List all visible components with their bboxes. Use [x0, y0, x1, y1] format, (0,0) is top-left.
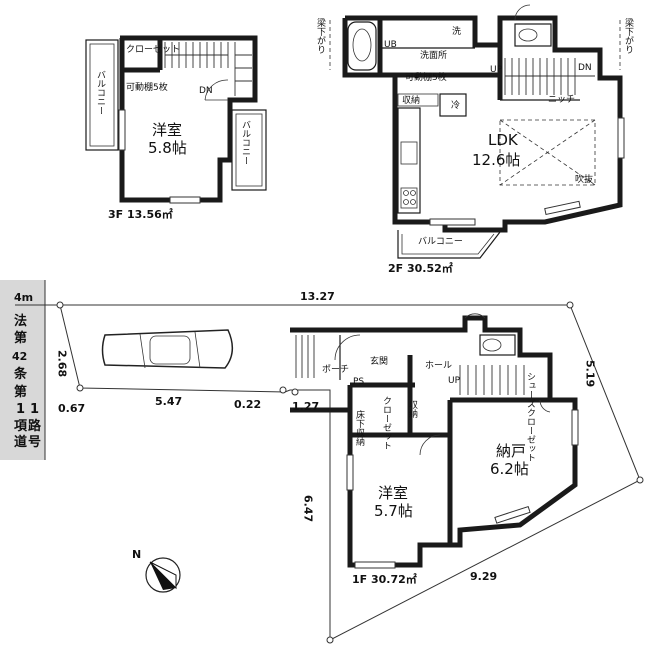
- room-1f-nando-size: 6.2帖: [490, 460, 529, 478]
- dim-seg-b: 0.22: [234, 398, 261, 411]
- ub-label: UB: [384, 40, 397, 50]
- stove: [400, 187, 418, 209]
- storage-2f-label: 収納: [402, 94, 420, 106]
- dim-right-side: 5.19: [584, 360, 597, 387]
- shelf-3f-label: 可動棚5枚: [126, 81, 168, 93]
- ldk-label: LDK: [488, 131, 519, 149]
- genkan-label: 玄関: [370, 355, 388, 367]
- hall-label: ホール: [425, 360, 452, 371]
- floor-2: [329, 4, 625, 259]
- road-strip: [0, 280, 45, 460]
- dim-seg-c: 1.27: [292, 400, 319, 413]
- balcony-3f-left: [85, 39, 119, 151]
- ldk-size: 12.6帖: [472, 151, 520, 169]
- svg-text:道: 道: [14, 434, 27, 450]
- compass-icon: N: [132, 548, 181, 593]
- room-3f-size: 5.8帖: [148, 139, 187, 157]
- dim-corner: 0.67: [58, 402, 85, 415]
- closet-1f-label: クローゼット: [381, 396, 392, 450]
- room-1f-youshitsu-size: 5.7帖: [374, 502, 413, 520]
- toilet-1f: [479, 334, 516, 356]
- balcony-3f-left-label: バルコニー: [95, 70, 106, 115]
- svg-text:42: 42: [12, 350, 27, 363]
- beam-right-label: 梁下がり: [623, 17, 634, 54]
- dim-left-frontage: 2.68: [56, 350, 69, 377]
- shoe-storage-label: 床下収納: [354, 409, 365, 447]
- floor-1f-area: 1F 30.72㎡: [352, 572, 417, 586]
- road-law-text: 法 第 42 条 第 1 項 1 道 路 号: [12, 313, 42, 450]
- room-1f-youshitsu: 洋室: [378, 484, 408, 502]
- floor-1: [290, 313, 579, 569]
- stair-2f: [504, 58, 595, 95]
- site-boundary: [59, 304, 641, 641]
- compass-north: N: [132, 548, 141, 561]
- svg-text:法: 法: [14, 313, 27, 329]
- room-3f-name: 洋室: [152, 121, 182, 139]
- floor-3: [85, 35, 267, 204]
- car-icon: [101, 329, 234, 369]
- stair-2f-up: UP: [490, 65, 503, 75]
- room-3f-outline: [119, 35, 258, 203]
- bathtub: [347, 21, 377, 71]
- void-area: [499, 119, 596, 186]
- fridge-space: [439, 93, 467, 117]
- senmen-label: 洗面所: [420, 49, 447, 61]
- balcony-2f: [397, 230, 501, 259]
- stair-3f: [164, 42, 252, 96]
- site-plan: [0, 280, 644, 644]
- stair-1f: [459, 365, 525, 395]
- dim-top: 13.27: [300, 290, 335, 303]
- svg-text:路: 路: [28, 418, 42, 434]
- road-width: 4m: [14, 291, 33, 304]
- balcony-3f-right-label: バルコニー: [240, 120, 251, 165]
- sink: [400, 141, 418, 165]
- kitchen-counter: [397, 107, 421, 214]
- closet-3f-label: クローゼット: [126, 43, 180, 55]
- toilet-2f: [514, 23, 552, 47]
- dim-left-side: 6.47: [302, 495, 315, 522]
- balcony-2f-label: バルコニー: [418, 236, 463, 247]
- shelf-2f-label: 可動棚5枚: [405, 71, 447, 83]
- ps-label: PS: [353, 377, 364, 387]
- storage-1f-label: 収納: [407, 399, 418, 419]
- dim-back: 9.29: [470, 570, 497, 583]
- stair-2f-dn: DN: [578, 63, 592, 73]
- svg-text:項: 項: [14, 419, 28, 434]
- stair-3f-dn: DN: [199, 86, 213, 96]
- fridge-label: 冷: [451, 99, 460, 111]
- wash-label: 洗: [452, 25, 461, 37]
- svg-text:第: 第: [14, 330, 27, 346]
- svg-text:1: 1: [16, 402, 25, 417]
- dim-seg-a: 5.47: [155, 395, 182, 408]
- floor-2f-area: 2F 30.52㎡: [388, 261, 453, 275]
- room-1f-nando: 納戸: [496, 442, 526, 460]
- niche-label: ニッチ: [548, 94, 575, 105]
- svg-text:条: 条: [14, 366, 28, 382]
- svg-text:1: 1: [30, 402, 39, 417]
- floor-3f-area: 3F 13.56㎡: [108, 207, 173, 221]
- shoes-closet-label: シューズクローゼット: [525, 372, 536, 462]
- void-label: 吹抜: [575, 173, 593, 185]
- beam-left-label: 梁下がり: [315, 17, 326, 54]
- svg-text:第: 第: [14, 384, 27, 400]
- stair-1f-up: UP: [448, 376, 461, 386]
- svg-text:号: 号: [28, 435, 41, 450]
- porch-label: ポーチ: [322, 364, 349, 375]
- balcony-3f-right: [231, 109, 267, 191]
